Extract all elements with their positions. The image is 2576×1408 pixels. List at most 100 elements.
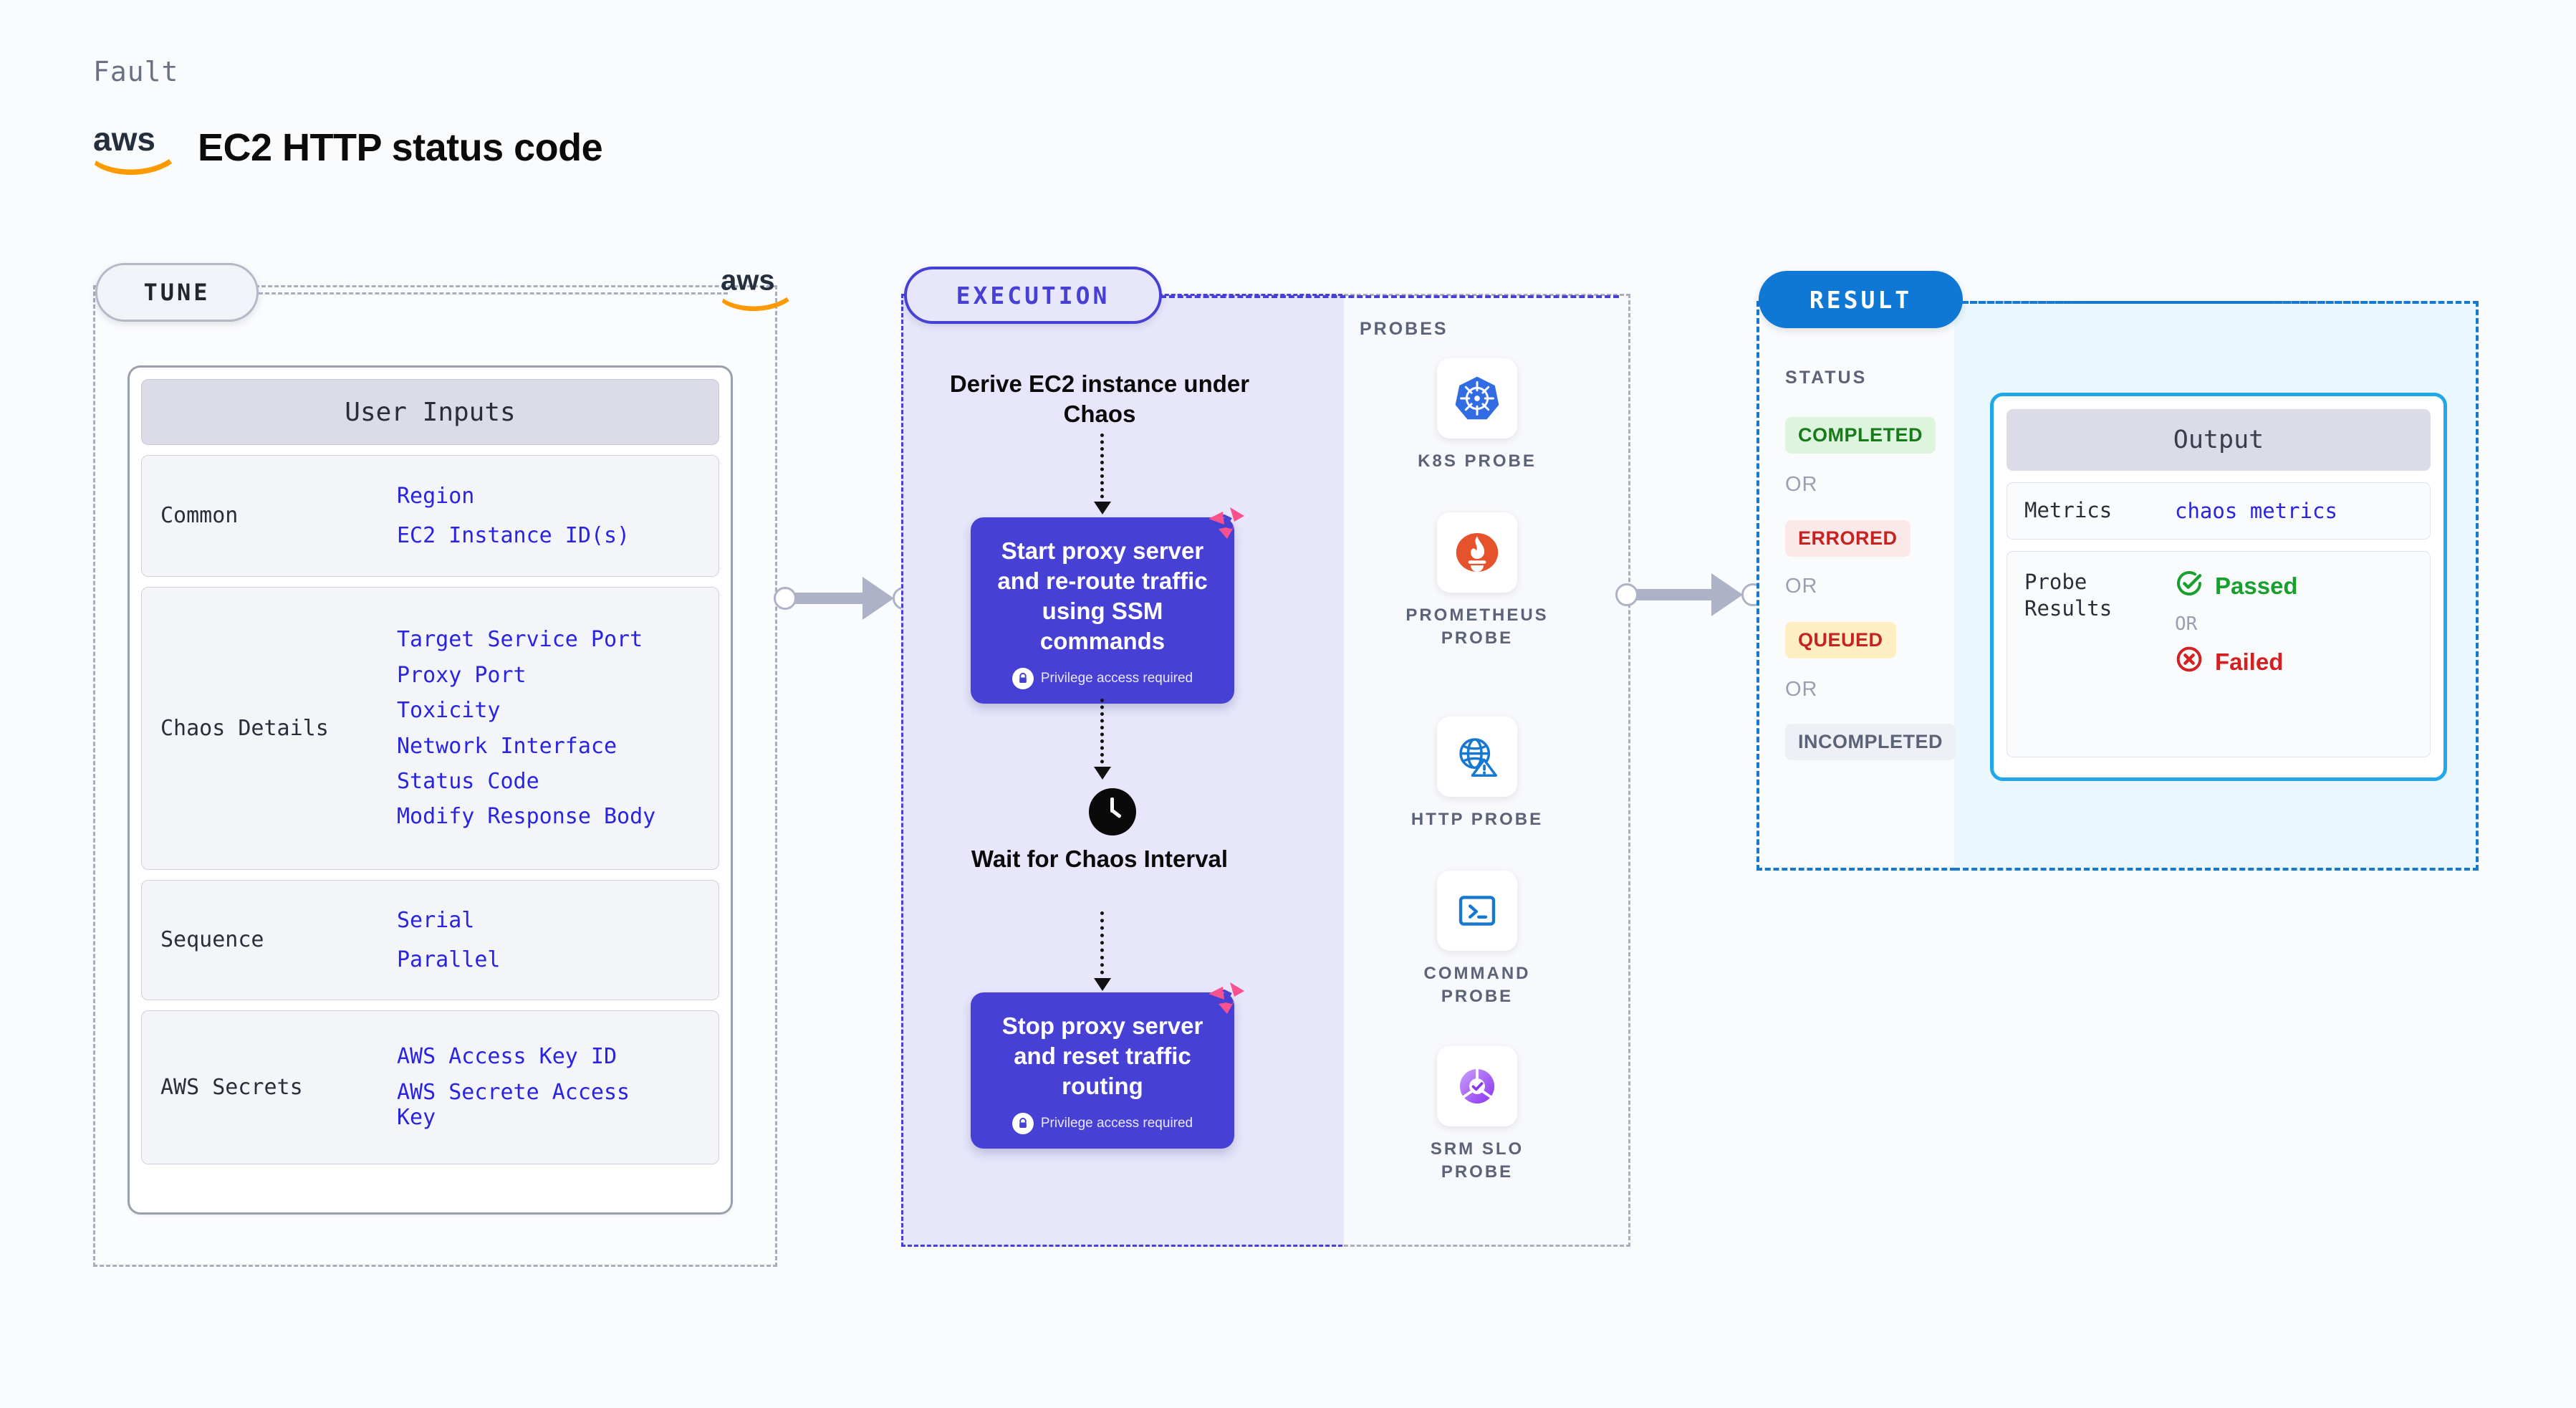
input-value[interactable]: AWS Secrete Access Key [397, 1079, 630, 1131]
input-value[interactable]: Modify Response Body [397, 804, 656, 830]
user-inputs-card: User Inputs Common Region EC2 Instance I… [128, 365, 733, 1215]
lock-icon [1011, 667, 1034, 689]
user-inputs-title: User Inputs [141, 379, 719, 445]
privilege-label: Privilege access required [1040, 670, 1193, 686]
status-badge-queued: QUEUED [1785, 622, 1896, 658]
page-title: EC2 HTTP status code [198, 126, 603, 169]
input-row-aws-secrets: AWS Secrets AWS Access Key ID AWS Secret… [141, 1010, 719, 1164]
svg-text:aws: aws [721, 264, 775, 296]
input-row-label: AWS Secrets [160, 1074, 303, 1100]
connector-tune-to-execution [774, 577, 917, 620]
input-value[interactable]: AWS Access Key ID [397, 1044, 617, 1070]
flow-arrow-2 [1094, 767, 1111, 780]
input-value[interactable]: Parallel [397, 947, 501, 972]
input-row-values: Target Service Port Proxy Port Toxicity … [397, 627, 655, 829]
tune-aws-logo-icon: aws [719, 264, 794, 311]
input-row-common: Common Region EC2 Instance ID(s) [141, 455, 719, 577]
status-badge-incompleted: INCOMPLETED [1785, 724, 1956, 760]
input-row-values: Region EC2 Instance ID(s) [397, 484, 630, 549]
execution-step-wait: Wait for Chaos Interval [971, 846, 1229, 872]
execution-node-stop-proxy[interactable]: Stop proxy server and reset traffic rout… [971, 982, 1244, 1149]
input-value[interactable]: Network Interface [397, 733, 617, 759]
execution-step-derive: Derive EC2 instance under Chaos [949, 370, 1250, 427]
tune-pill: TUNE [95, 263, 259, 322]
probe-label: SRM SLO PROBE [1430, 1139, 1524, 1182]
input-value[interactable]: Status Code [397, 768, 539, 794]
probes-title: PROBES [1360, 319, 1448, 339]
input-value[interactable]: Proxy Port [397, 662, 527, 688]
execution-pill: EXECUTION [904, 267, 1162, 324]
flow-connector-2 [1100, 699, 1104, 770]
status-or-2: OR [1785, 575, 1818, 598]
privilege-note: Privilege access required [985, 1112, 1220, 1134]
clock-icon [1089, 788, 1136, 835]
probe-item-command[interactable]: COMMAND PROBE [1398, 871, 1556, 1009]
tune-pill-connector [259, 292, 728, 294]
input-row-label: Common [160, 503, 239, 529]
input-row-label: Sequence [160, 927, 264, 953]
execution-node-start-proxy[interactable]: Start proxy server and re-route traffic … [971, 507, 1244, 704]
status-or-1: OR [1785, 473, 1818, 496]
probe-label: PROMETHEUS PROBE [1405, 605, 1549, 648]
probe-item-prometheus[interactable]: PROMETHEUS PROBE [1398, 512, 1556, 651]
srm-slo-icon [1437, 1046, 1517, 1126]
litmus-icon [1206, 504, 1246, 545]
privilege-note: Privilege access required [985, 667, 1220, 689]
status-title: STATUS [1785, 368, 1868, 388]
input-value[interactable]: Toxicity [397, 698, 501, 724]
privilege-label: Privilege access required [1040, 1115, 1193, 1131]
output-row-metrics: Metrics chaos metrics [2007, 482, 2431, 540]
check-circle-icon [2175, 569, 2203, 603]
probe-item-srm-slo[interactable]: SRM SLO PROBE [1398, 1046, 1556, 1184]
output-row-label: Probe Results [2024, 569, 2113, 621]
input-row-sequence: Sequence Serial Parallel [141, 880, 719, 1000]
status-badge-errored: ERRORED [1785, 520, 1911, 557]
probe-item-http[interactable]: HTTP PROBE [1398, 717, 1556, 831]
input-value[interactable]: Region [397, 483, 475, 509]
prometheus-icon [1437, 512, 1517, 593]
probe-label: K8S PROBE [1418, 451, 1537, 471]
probe-item-k8s[interactable]: K8S PROBE [1398, 358, 1556, 473]
flow-connector-3 [1100, 911, 1104, 982]
output-row-probe-results: Probe Results Passed OR [2007, 550, 2431, 757]
input-row-values: Serial Parallel [397, 908, 501, 973]
page-header: aws EC2 HTTP status code [92, 120, 603, 175]
globe-warning-icon [1437, 717, 1517, 797]
flow-connector-1 [1100, 434, 1104, 505]
output-card: Output Metrics chaos metrics Probe Resul… [1990, 393, 2447, 781]
lock-icon [1011, 1112, 1034, 1134]
execution-pill-connector [1160, 295, 1619, 298]
probe-label: HTTP PROBE [1410, 810, 1544, 829]
flow-arrow-3 [1094, 978, 1111, 991]
page-kicker: Fault [93, 56, 179, 87]
status-or-3: OR [1785, 678, 1818, 701]
probe-result-failed: Failed [2175, 645, 2298, 679]
execution-node-label: Stop proxy server and reset traffic rout… [1001, 1012, 1203, 1099]
probe-results-values: Passed OR Failed [2175, 569, 2298, 679]
output-row-label: Metrics [2024, 498, 2113, 522]
probe-result-label: Passed [2215, 572, 2298, 599]
result-pill: RESULT [1759, 271, 1963, 328]
kubernetes-icon [1437, 358, 1517, 439]
probe-label: COMMAND PROBE [1423, 964, 1531, 1007]
input-value[interactable]: Serial [397, 907, 475, 933]
aws-logo-icon: aws [92, 120, 178, 175]
result-pill-connector [1961, 301, 2479, 304]
output-title: Output [2007, 409, 2431, 471]
execution-node-label: Start proxy server and re-route traffic … [997, 537, 1208, 654]
input-row-label: Chaos Details [160, 715, 329, 741]
probe-result-label: Failed [2215, 648, 2284, 675]
input-value[interactable]: EC2 Instance ID(s) [397, 523, 630, 548]
status-badge-completed: COMPLETED [1785, 417, 1936, 454]
litmus-icon [1206, 980, 1246, 1020]
input-value[interactable]: Target Service Port [397, 627, 643, 653]
input-row-chaos-details: Chaos Details Target Service Port Proxy … [141, 587, 719, 870]
flow-arrow-1 [1094, 502, 1111, 514]
terminal-icon [1437, 871, 1517, 951]
probe-result-passed: Passed [2175, 569, 2298, 603]
metrics-value[interactable]: chaos metrics [2175, 498, 2337, 523]
x-circle-icon [2175, 645, 2203, 679]
probe-result-or: OR [2175, 613, 2198, 635]
connector-execution-to-result [1615, 573, 1766, 616]
